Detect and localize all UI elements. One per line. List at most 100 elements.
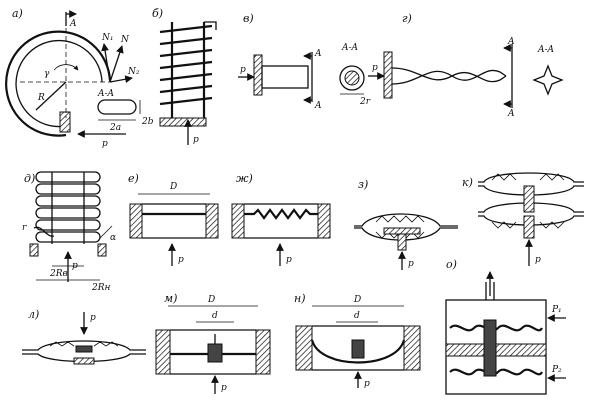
panel-zh-label: ж): [236, 172, 253, 185]
2a-label: 2a: [109, 123, 121, 133]
z-corrugation-top: [375, 215, 425, 223]
o-upper-membrane: [449, 324, 543, 332]
bourdon-outer-arc: [5, 30, 112, 137]
bourdon-inner-arc: [15, 39, 103, 128]
p-label-a: p: [102, 139, 108, 149]
n-d-label: d: [354, 311, 360, 321]
bellows-convolutions: [35, 171, 101, 243]
panel-n-curved-membrane: н) D d p: [294, 292, 421, 389]
g-section-AA: A-A: [537, 45, 555, 55]
l-base: [73, 357, 95, 365]
k-connector: [523, 185, 535, 213]
n-clamp-right: [403, 325, 421, 371]
twist-lower: [391, 69, 507, 85]
p-label-l: p: [90, 313, 96, 323]
panel-l-flat-capsule: л) p: [22, 308, 146, 365]
m-rigid-center: [207, 343, 223, 363]
panel-b-label: б): [152, 7, 163, 20]
helix-turns: [159, 24, 213, 106]
v-section-AA: A-A: [341, 43, 359, 53]
panel-e-label: е): [128, 172, 139, 185]
p-label-v: p: [240, 65, 246, 75]
panel-v-label: в): [243, 12, 254, 25]
2b-label: 2b: [141, 117, 154, 127]
panel-m-label: м): [164, 292, 177, 305]
v-A-top: A: [314, 49, 322, 59]
n-clamp-left: [295, 325, 313, 371]
gamma-arc: [53, 64, 79, 71]
N-label: N: [120, 35, 130, 45]
force-N1: [101, 43, 111, 83]
bellows-base-left: [29, 243, 39, 257]
n-membrane: [310, 339, 406, 364]
p-label-m: p: [221, 383, 227, 393]
force-N: [109, 45, 124, 83]
p-label-zh: p: [286, 255, 292, 265]
g-wall: [383, 51, 393, 99]
helix-base: [159, 117, 207, 127]
panel-zh-corrugated-membrane: ж) p: [231, 172, 331, 266]
panel-d-label: д): [24, 172, 35, 185]
panel-m-rigid-center: м) D d p: [155, 292, 271, 394]
panel-a-bourdon-tube: а) γ R A N₁ N N₂ A-A 2a 2b p: [5, 7, 154, 149]
z-hub: [383, 227, 421, 235]
zh-clamp-left: [231, 203, 245, 239]
panel-n-label: н): [294, 292, 306, 305]
panel-b-helical-tube: б) p: [152, 7, 217, 145]
panel-e-flat-membrane: е) D p: [128, 172, 219, 266]
l-capsule-top: [22, 340, 146, 351]
e-D-label: D: [169, 182, 177, 192]
n-rigid-center: [351, 339, 365, 359]
section-AA-a: A-A: [97, 89, 115, 99]
o-p1-label: P₁: [551, 305, 562, 315]
radius-line: [35, 81, 67, 111]
d-r-label: r: [22, 223, 27, 233]
e-clamp-right: [205, 203, 219, 239]
m-d-label: d: [212, 311, 218, 321]
m-clamp-right: [255, 329, 271, 375]
panel-o-differential: о) P₁ P₂: [445, 258, 566, 395]
bellows-r-callout: [33, 226, 55, 237]
n-D-label: D: [353, 295, 361, 305]
p-label-k: p: [535, 255, 541, 265]
panel-o-label: о): [446, 258, 457, 271]
l-corrugation: [49, 341, 119, 347]
p-label-g: p: [372, 63, 378, 73]
2Rn-label: 2Rн: [91, 283, 111, 293]
v-A-bottom: A: [314, 101, 322, 111]
panel-v-torsion-tube: в) p A A A-A 2r: [238, 12, 371, 111]
panel-z-label: з): [358, 178, 368, 191]
v-section-inner: [344, 70, 360, 86]
p-label-e: p: [178, 255, 184, 265]
N1-label: N₁: [101, 33, 113, 43]
bourdon-base: [59, 111, 71, 133]
l-center-disc: [75, 345, 93, 353]
m-D-label: D: [207, 295, 215, 305]
zh-corrugation: [244, 208, 318, 220]
panel-l-label: л): [28, 308, 39, 321]
helix-tip: [204, 21, 217, 30]
m-clamp-left: [155, 329, 171, 375]
gamma-label: γ: [44, 69, 50, 79]
R-label: R: [37, 93, 45, 103]
d-alpha-label: α: [110, 233, 116, 243]
section-A-top: A: [69, 19, 77, 29]
k-lower-corr: [491, 221, 565, 229]
panel-d-bellows: д) r α p 2Rв 2Rн: [22, 171, 116, 293]
bellows-base-right: [97, 243, 107, 257]
panel-a-label: а): [12, 7, 23, 20]
k-upper-top: [478, 172, 584, 183]
alpha-line: [99, 225, 113, 239]
v-section-outer: [339, 65, 365, 91]
v-2r-label: 2r: [359, 97, 371, 107]
z-capsule-top: [354, 213, 458, 227]
flat-section: [97, 99, 137, 115]
panel-g-label: г): [402, 12, 412, 25]
panel-k-double-capsule: к) p: [462, 172, 584, 266]
g-A-bottom: A: [507, 109, 515, 119]
panel-g-twisted-tube: г) p A A A-A: [368, 12, 564, 119]
2Rv-label: 2Rв: [49, 269, 68, 279]
force-N2: [109, 75, 133, 84]
v-wall: [253, 54, 263, 96]
